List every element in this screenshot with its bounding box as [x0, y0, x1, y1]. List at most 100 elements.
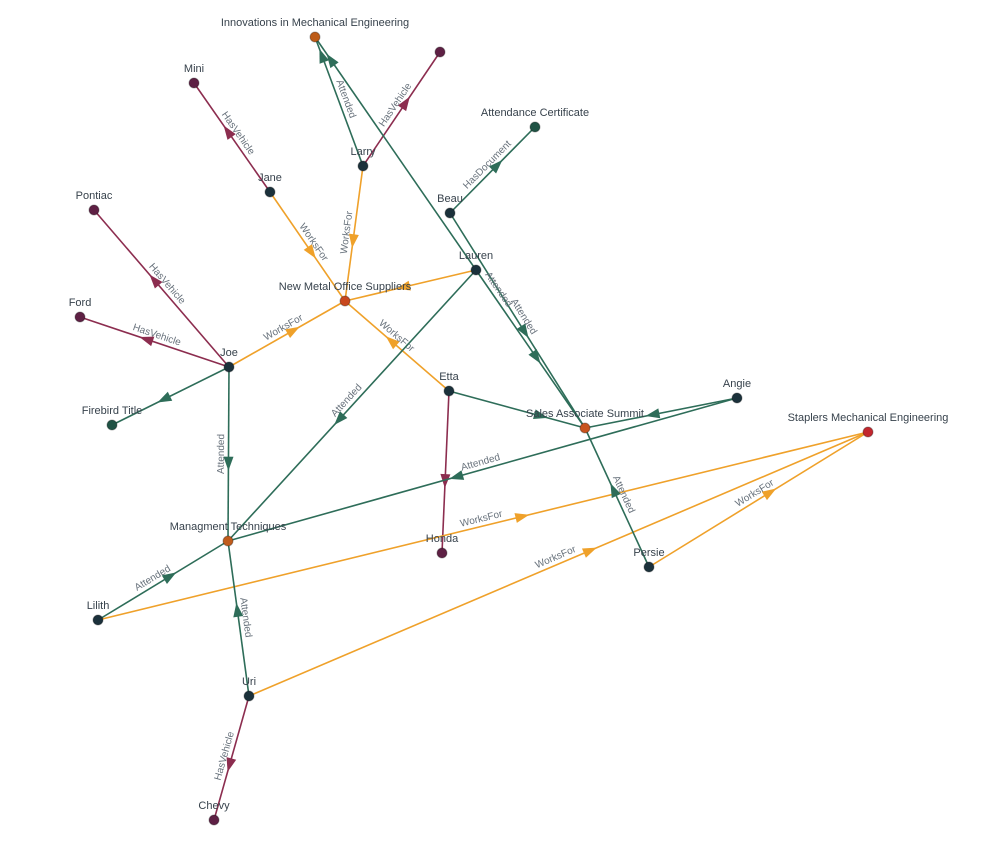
node-chevy[interactable] — [208, 814, 220, 826]
node-persie[interactable] — [643, 561, 655, 573]
arrowhead-icon — [223, 456, 234, 471]
arrowhead-icon — [761, 488, 777, 501]
arrowhead-icon — [581, 547, 597, 558]
node-label-sales-associate-summit: Sales Associate Summit — [526, 408, 644, 420]
node-label-attendance-certificate: Attendance Certificate — [481, 107, 589, 119]
edge-persie-staplers-mechanical-engineering[interactable] — [648, 431, 869, 568]
edge-label-larry-vehicle-unlabeled: HasVehicle — [377, 81, 414, 129]
node-mini[interactable] — [188, 77, 200, 89]
edge-persie-sales-associate-summit[interactable] — [584, 427, 650, 568]
arrowhead-icon — [326, 53, 339, 69]
node-label-lauren: Lauren — [459, 250, 493, 262]
node-jane[interactable] — [264, 186, 276, 198]
edge-joe-managment-techniques[interactable] — [227, 366, 230, 542]
edge-label-joe-pontiac: HasVehicle — [146, 261, 187, 306]
edge-beau-sales-associate-summit[interactable] — [449, 212, 586, 429]
node-joe[interactable] — [223, 361, 235, 373]
arrowhead-icon — [385, 336, 400, 350]
edge-joe-new-metal-office-suppliers[interactable] — [228, 300, 346, 368]
edge-jane-new-metal-office-suppliers[interactable] — [269, 191, 346, 302]
edge-label-jane-new-metal-office-suppliers: WorksFor — [297, 222, 331, 264]
edge-lauren-managment-techniques[interactable] — [227, 269, 477, 542]
arrowhead-icon — [319, 48, 329, 64]
node-ford[interactable] — [74, 311, 86, 323]
node-label-larry: Larry — [350, 146, 376, 158]
edge-label-uri-chevy: HasVehicle — [213, 730, 237, 782]
node-label-staplers-mechanical-engineering: Staplers Mechanical Engineering — [788, 412, 949, 424]
node-attendance-certificate[interactable] — [529, 121, 541, 133]
edge-lilith-managment-techniques[interactable] — [97, 540, 229, 621]
edge-joe-firebird-title[interactable] — [111, 366, 230, 426]
arrowhead-icon — [610, 483, 621, 499]
node-uri[interactable] — [243, 690, 255, 702]
arrowhead-icon — [488, 160, 503, 174]
node-label-etta: Etta — [439, 371, 459, 383]
node-label-mini: Mini — [184, 63, 204, 75]
edge-lauren-sales-associate-summit[interactable] — [475, 269, 586, 429]
edge-angie-sales-associate-summit[interactable] — [584, 397, 738, 429]
node-label-persie: Persie — [633, 547, 664, 559]
node-label-uri: Uri — [242, 676, 256, 688]
edge-larry-new-metal-office-suppliers[interactable] — [344, 165, 364, 302]
node-innovations-in-mechanical-engineering[interactable] — [309, 31, 321, 43]
edge-lilith-staplers-mechanical-engineering[interactable] — [97, 431, 869, 621]
node-vehicle-unlabeled[interactable] — [434, 46, 446, 58]
node-etta[interactable] — [443, 385, 455, 397]
edge-label-beau-attendance-certificate: HasDocument — [461, 139, 514, 192]
node-label-jane: Jane — [258, 172, 282, 184]
arrowhead-icon — [449, 470, 465, 480]
arrowhead-icon — [645, 408, 661, 419]
edge-label-larry-new-metal-office-suppliers: WorksFor — [339, 210, 356, 255]
node-sales-associate-summit[interactable] — [579, 422, 591, 434]
edge-larry-vehicle-unlabeled[interactable] — [362, 51, 441, 167]
edge-label-uri-managment-techniques: Attended — [237, 597, 253, 638]
edge-etta-new-metal-office-suppliers[interactable] — [344, 300, 450, 392]
edge-label-jane-mini: HasVehicle — [219, 110, 257, 158]
edge-lauren-new-metal-office-suppliers[interactable] — [344, 269, 477, 302]
arrowhead-icon — [161, 572, 177, 584]
node-label-new-metal-office-suppliers: New Metal Office Suppliers — [279, 281, 412, 293]
node-beau[interactable] — [444, 207, 456, 219]
node-managment-techniques[interactable] — [222, 535, 234, 547]
node-firebird-title[interactable] — [106, 419, 118, 431]
node-pontiac[interactable] — [88, 204, 100, 216]
node-honda[interactable] — [436, 547, 448, 559]
node-larry[interactable] — [357, 160, 369, 172]
edge-beau-attendance-certificate[interactable] — [449, 126, 536, 214]
edge-uri-chevy[interactable] — [213, 695, 250, 821]
edge-etta-honda[interactable] — [441, 390, 450, 554]
node-label-beau: Beau — [437, 193, 463, 205]
edge-uri-staplers-mechanical-engineering[interactable] — [248, 431, 869, 697]
node-label-joe: Joe — [220, 347, 238, 359]
node-lilith[interactable] — [92, 614, 104, 626]
edge-joe-pontiac[interactable] — [93, 209, 230, 368]
edge-jane-mini[interactable] — [193, 82, 271, 193]
arrowhead-icon — [440, 473, 451, 489]
node-staplers-mechanical-engineering[interactable] — [862, 426, 874, 438]
edge-label-uri-staplers-mechanical-engineering: WorksFor — [534, 544, 579, 571]
edge-label-larry-innovations-in-mechanical-engineering: Attended — [333, 78, 357, 119]
edge-label-lauren-managment-techniques: Attended — [329, 382, 364, 419]
node-label-managment-techniques: Managment Techniques — [170, 521, 287, 533]
arrowhead-icon — [303, 244, 316, 259]
arrowhead-icon — [396, 280, 411, 291]
edge-angie-managment-techniques[interactable] — [227, 397, 738, 542]
edge-joe-ford[interactable] — [79, 316, 230, 368]
edge-label-etta-new-metal-office-suppliers: WorksFor — [376, 318, 416, 355]
arrowhead-icon — [149, 274, 163, 289]
edge-label-joe-ford: HasVehicle — [131, 322, 182, 348]
node-label-ford: Ford — [69, 297, 92, 309]
edge-lauren-innovations-in-mechanical-engineering[interactable] — [314, 36, 477, 271]
node-lauren[interactable] — [470, 264, 482, 276]
node-label-chevy: Chevy — [198, 800, 230, 812]
edge-label-joe-managment-techniques: Attended — [216, 434, 227, 474]
arrowhead-icon — [223, 125, 236, 140]
node-angie[interactable] — [731, 392, 743, 404]
edge-uri-managment-techniques[interactable] — [227, 540, 250, 697]
arrowhead-icon — [533, 409, 548, 420]
edge-etta-sales-associate-summit[interactable] — [448, 390, 586, 429]
node-label-honda: Honda — [426, 533, 459, 545]
node-new-metal-office-suppliers[interactable] — [339, 295, 351, 307]
